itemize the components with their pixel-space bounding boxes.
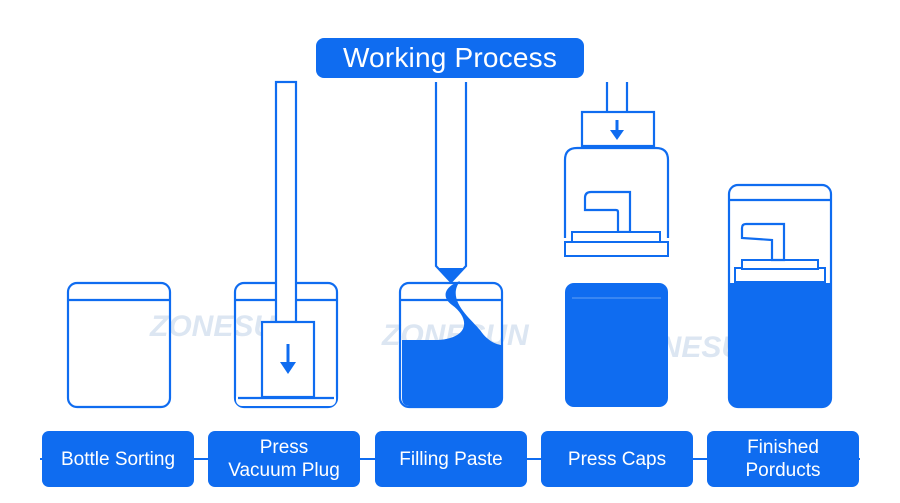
step-label-finished-products: Finished Porducts — [707, 431, 859, 487]
filling-nozzle-icon — [398, 82, 504, 409]
press-vacuum-plug-icon — [233, 80, 339, 409]
step-label-line2: Porducts — [745, 460, 821, 481]
step-label-line2: Vacuum Plug — [228, 460, 340, 481]
step-label-text: Bottle Sorting — [60, 448, 176, 470]
empty-bottle-icon — [66, 281, 172, 409]
step-label-line1: Finished — [747, 437, 819, 458]
step-label-text: Press Caps — [567, 448, 667, 470]
step-label-text: Filling Paste — [399, 448, 503, 470]
step-label-bottle-sorting: Bottle Sorting — [42, 431, 194, 487]
step-label-press-caps: Press Caps — [541, 431, 693, 487]
step-label-press-vacuum-plug: Press Vacuum Plug — [208, 431, 360, 487]
page-title: Working Process — [316, 38, 584, 78]
step-label-line1: Press — [259, 437, 309, 458]
press-cap-icon — [563, 82, 670, 407]
finished-product-icon — [727, 183, 833, 409]
step-label-filling-paste: Filling Paste — [375, 431, 527, 487]
